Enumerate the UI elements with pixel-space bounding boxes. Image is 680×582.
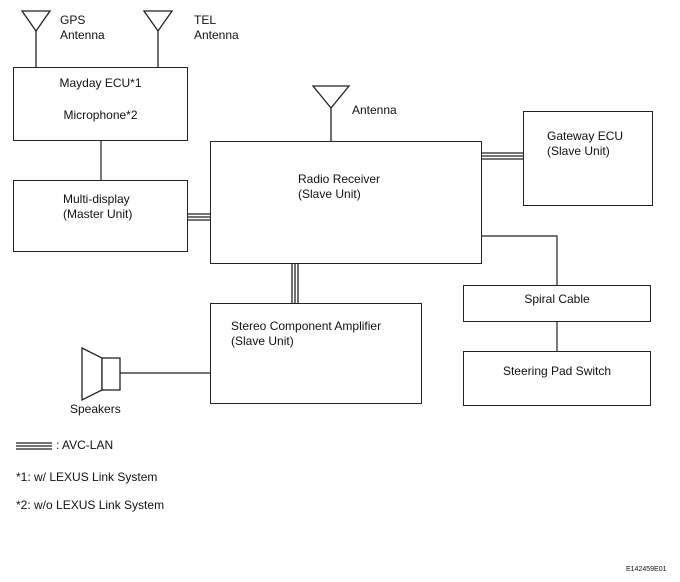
footnote-2: *2: w/o LEXUS Link System [16,498,165,512]
footnote-1: *1: w/ LEXUS Link System [16,470,158,484]
radio-receiver-role-label: (Slave Unit) [298,187,361,201]
gateway-ecu-box: Gateway ECU (Slave Unit) [523,111,653,206]
wire-radio-spiral [482,235,558,285]
avc-lan-multidisplay-radio [187,213,210,221]
avc-lan-radio-gateway [482,152,523,160]
mayday-ecu-label: Mayday ECU*1 [59,76,142,90]
gps-antenna-label: GPS Antenna [60,13,105,43]
figure-code: E142459E01 [626,566,667,573]
spiral-cable-box: Spiral Cable [463,285,651,322]
stereo-amplifier-label: Stereo Component Amplifier [231,319,382,333]
tel-antenna-icon [142,10,174,67]
steering-pad-switch-box: Steering Pad Switch [463,351,651,406]
multi-display-role-label: (Master Unit) [63,207,133,221]
tel-antenna-label-line2: Antenna [194,28,239,42]
avc-lan-legend-label: : AVC-LAN [56,438,114,452]
gateway-ecu-role-label: (Slave Unit) [547,144,610,158]
gateway-ecu-label: Gateway ECU [547,129,624,143]
speakers-label: Speakers [70,402,121,416]
avc-lan-radio-amplifier [291,264,299,303]
gps-antenna-label-line1: GPS [60,13,86,27]
tel-antenna-label-line1: TEL [194,13,217,27]
radio-receiver-label: Radio Receiver [298,172,381,186]
radio-antenna-icon [311,85,351,141]
radio-antenna-label: Antenna [352,103,397,117]
radio-receiver-box: Radio Receiver (Slave Unit) [210,141,482,264]
gps-antenna-icon [20,10,52,67]
steering-pad-switch-label: Steering Pad Switch [502,364,612,378]
gps-antenna-label-line2: Antenna [60,28,105,42]
mayday-ecu-box: Mayday ECU*1 Microphone*2 [13,67,188,141]
speaker-icon [81,346,121,402]
avc-lan-legend-symbol [16,442,52,450]
stereo-amplifier-role-label: (Slave Unit) [231,334,294,348]
multi-display-label: Multi-display [63,192,130,206]
spiral-cable-label: Spiral Cable [524,292,590,306]
microphone-label: Microphone*2 [63,108,138,122]
stereo-amplifier-box: Stereo Component Amplifier (Slave Unit) [210,303,422,404]
multi-display-box: Multi-display (Master Unit) [13,180,188,252]
tel-antenna-label: TEL Antenna [194,13,239,43]
